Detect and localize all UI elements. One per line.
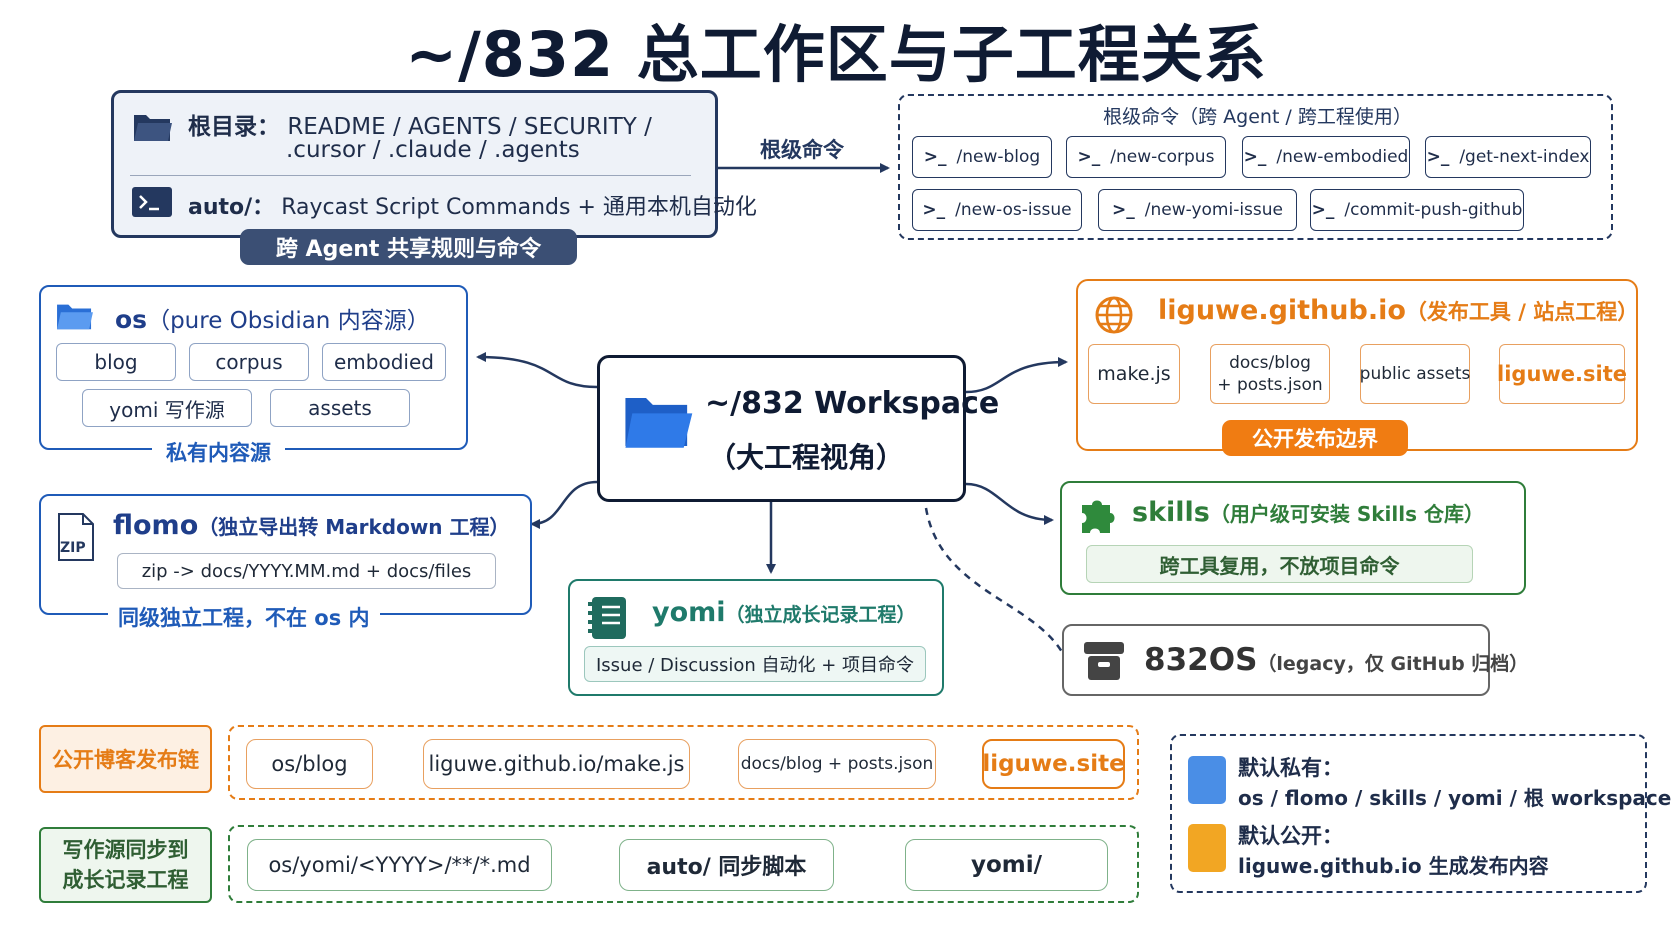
command-chip[interactable]: >_ /commit-push-github <box>1310 189 1524 231</box>
command-label: /new-blog <box>956 147 1041 167</box>
center-to-os-arrow <box>476 352 598 389</box>
legend-private-swatch <box>1188 756 1226 804</box>
github-name: liguwe.github.io <box>1158 295 1406 326</box>
folder-icon <box>622 388 694 460</box>
terminal-prompt-icon: >_ <box>1077 147 1101 167</box>
os-chip: assets <box>270 389 410 427</box>
skills-detail: 跨工具复用，不放项目命令 <box>1086 545 1473 583</box>
legend-public-items: liguwe.github.io 生成发布内容 <box>1238 854 1549 878</box>
center-line2: （大工程视角） <box>708 441 905 474</box>
os-desc: （pure Obsidian 内容源） <box>147 308 430 334</box>
command-chip[interactable]: >_ /new-blog <box>912 136 1052 178</box>
root-items-line1: README / AGENTS / SECURITY / <box>287 114 652 140</box>
terminal-icon <box>132 187 172 221</box>
blog-chain-step-2: liguwe.github.io/make.js <box>423 739 690 789</box>
flomo-footer: 同级独立工程，不在 os 内 <box>108 602 380 632</box>
blog-chain-step-3: docs/blog + posts.json <box>738 739 936 789</box>
command-label: /new-corpus <box>1110 147 1215 167</box>
sync-chain-step-2: auto/ 同步脚本 <box>619 839 834 891</box>
legend-public-title: 默认公开： <box>1238 824 1343 848</box>
blog-chain-label-box: 公开博客发布链 <box>39 725 212 793</box>
globe-icon <box>1094 295 1134 339</box>
os-name: os <box>115 305 148 334</box>
os-chip: yomi 写作源 <box>82 389 252 427</box>
command-label: /new-embodied <box>1276 147 1409 167</box>
root-commands-title: 根级命令（跨 Agent / 跨工程使用） <box>1103 106 1412 128</box>
os-chip: embodied <box>322 343 446 381</box>
root-ribbon: 跨 Agent 共享规则与命令 <box>240 229 577 265</box>
notebook-icon <box>586 595 630 645</box>
command-label: /new-yomi-issue <box>1144 200 1283 220</box>
github-ribbon: 公开发布边界 <box>1222 420 1408 456</box>
zip-file-icon <box>57 512 95 566</box>
terminal-prompt-icon: >_ <box>1112 200 1135 220</box>
sync-chain-step-1: os/yomi/<YYYY>/**/*.md <box>247 839 552 891</box>
terminal-prompt-icon: >_ <box>1311 200 1335 220</box>
folder-icon <box>55 299 95 337</box>
os-chip: corpus <box>189 343 309 381</box>
terminal-prompt-icon: >_ <box>923 147 947 167</box>
flomo-name: flomo <box>113 510 199 541</box>
command-chip[interactable]: >_ /new-yomi-issue <box>1098 189 1297 231</box>
root-items-line2: .cursor / .claude / .agents <box>286 137 580 163</box>
command-chip[interactable]: >_ /new-corpus <box>1066 136 1226 178</box>
github-step-docs: docs/blog + posts.json <box>1210 344 1330 404</box>
root-box: 根目录： README / AGENTS / SECURITY / .curso… <box>111 90 757 238</box>
yomi-detail: Issue / Discussion 自动化 + 项目命令 <box>584 646 926 682</box>
auto-desc: Raycast Script Commands + 通用本机自动化 <box>281 195 757 220</box>
yomi-name: yomi <box>652 597 726 628</box>
center-to-skills-arrow <box>965 482 1054 525</box>
puzzle-icon <box>1078 495 1120 541</box>
sync-chain-label-line2: 成长记录工程 <box>62 868 189 892</box>
github-step-docs-line1: docs/blog <box>1229 353 1311 373</box>
sync-chain-step-3: yomi/ <box>905 839 1108 891</box>
center-to-github-arrow <box>965 357 1068 394</box>
legacy-box: 832OS（legacy，仅 GitHub 归档） <box>1062 624 1528 696</box>
legend-private-items: os / flomo / skills / yomi / 根 workspace <box>1238 786 1672 810</box>
root-divider <box>130 175 691 176</box>
terminal-prompt-icon: >_ <box>1426 147 1450 167</box>
github-step-assets: public assets <box>1360 344 1470 404</box>
github-step-makejs: make.js <box>1088 344 1180 404</box>
os-footer: 私有内容源 <box>152 437 285 467</box>
blog-chain-step-4: liguwe.site <box>982 739 1125 789</box>
github-desc: （发布工具 / 站点工程） <box>1405 300 1639 324</box>
legend-public-swatch <box>1188 824 1226 872</box>
command-chip[interactable]: >_ /new-embodied <box>1242 136 1410 178</box>
center-to-flomo-arrow <box>530 480 598 529</box>
command-chip[interactable]: >_ /new-os-issue <box>912 189 1082 231</box>
legend-box: 默认私有： os / flomo / skills / yomi / 根 wor… <box>1170 734 1671 893</box>
auto-label: auto/： <box>188 195 275 220</box>
command-label: /new-os-issue <box>955 200 1072 220</box>
root-commands-arrow-label: 根级命令 <box>760 138 844 162</box>
blog-chain-label: 公开博客发布链 <box>52 748 199 772</box>
center-workspace-box: ~/832 Workspace （大工程视角） <box>597 355 999 502</box>
skills-name: skills <box>1132 497 1210 528</box>
archive-icon <box>1082 640 1126 686</box>
zip-label: ZIP <box>60 540 86 556</box>
page-title: ~/832 总工作区与子工程关系 <box>405 18 1267 91</box>
legacy-name: 832OS <box>1144 642 1258 678</box>
os-chip: blog <box>56 343 176 381</box>
root-label: 根目录： <box>188 114 280 140</box>
command-chip[interactable]: >_ /get-next-index <box>1425 136 1591 178</box>
command-label: /commit-push-github <box>1344 200 1523 220</box>
center-line1: ~/832 Workspace <box>705 386 1000 421</box>
sync-chain-label-line1: 写作源同步到 <box>62 838 189 862</box>
command-label: /get-next-index <box>1459 147 1590 167</box>
flomo-detail: zip -> docs/YYYY.MM.md + docs/files <box>117 553 496 589</box>
skills-desc: （用户级可安装 Skills 仓库） <box>1209 502 1484 526</box>
github-step-site: liguwe.site <box>1497 344 1627 404</box>
sync-chain-label-box: 写作源同步到 成长记录工程 <box>39 827 212 903</box>
flomo-desc: （独立导出转 Markdown 工程） <box>198 515 510 539</box>
center-to-legacy-dashed <box>924 507 1064 653</box>
folder-icon <box>132 109 174 149</box>
github-step-docs-line2: + posts.json <box>1217 375 1323 395</box>
blog-chain-step-1: os/blog <box>246 739 373 789</box>
yomi-desc: （独立成长记录工程） <box>725 604 916 626</box>
terminal-prompt-icon: >_ <box>922 200 946 220</box>
legacy-desc: （legacy，仅 GitHub 归档） <box>1257 653 1529 675</box>
terminal-prompt-icon: >_ <box>1243 147 1267 167</box>
legend-private-title: 默认私有： <box>1238 756 1343 780</box>
